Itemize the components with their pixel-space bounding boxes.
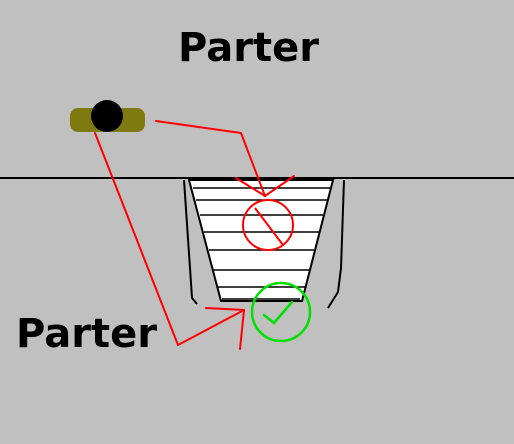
arrowhead-allowed [205,307,245,350]
bin-wall-right [327,179,345,309]
arrows [94,120,295,350]
arrow-to-forbidden [155,120,266,197]
arrow-to-allowed [94,132,245,346]
bin-body [187,179,335,302]
arrowhead-forbidden [235,175,295,197]
bin-wall-left [183,179,198,305]
token-icon [70,100,145,132]
prohibited-icon [242,199,294,251]
token-dot [91,100,123,132]
top-label: Parter [178,25,319,71]
bottom-label: Parter [16,311,157,357]
check-circle-icon [250,281,312,343]
